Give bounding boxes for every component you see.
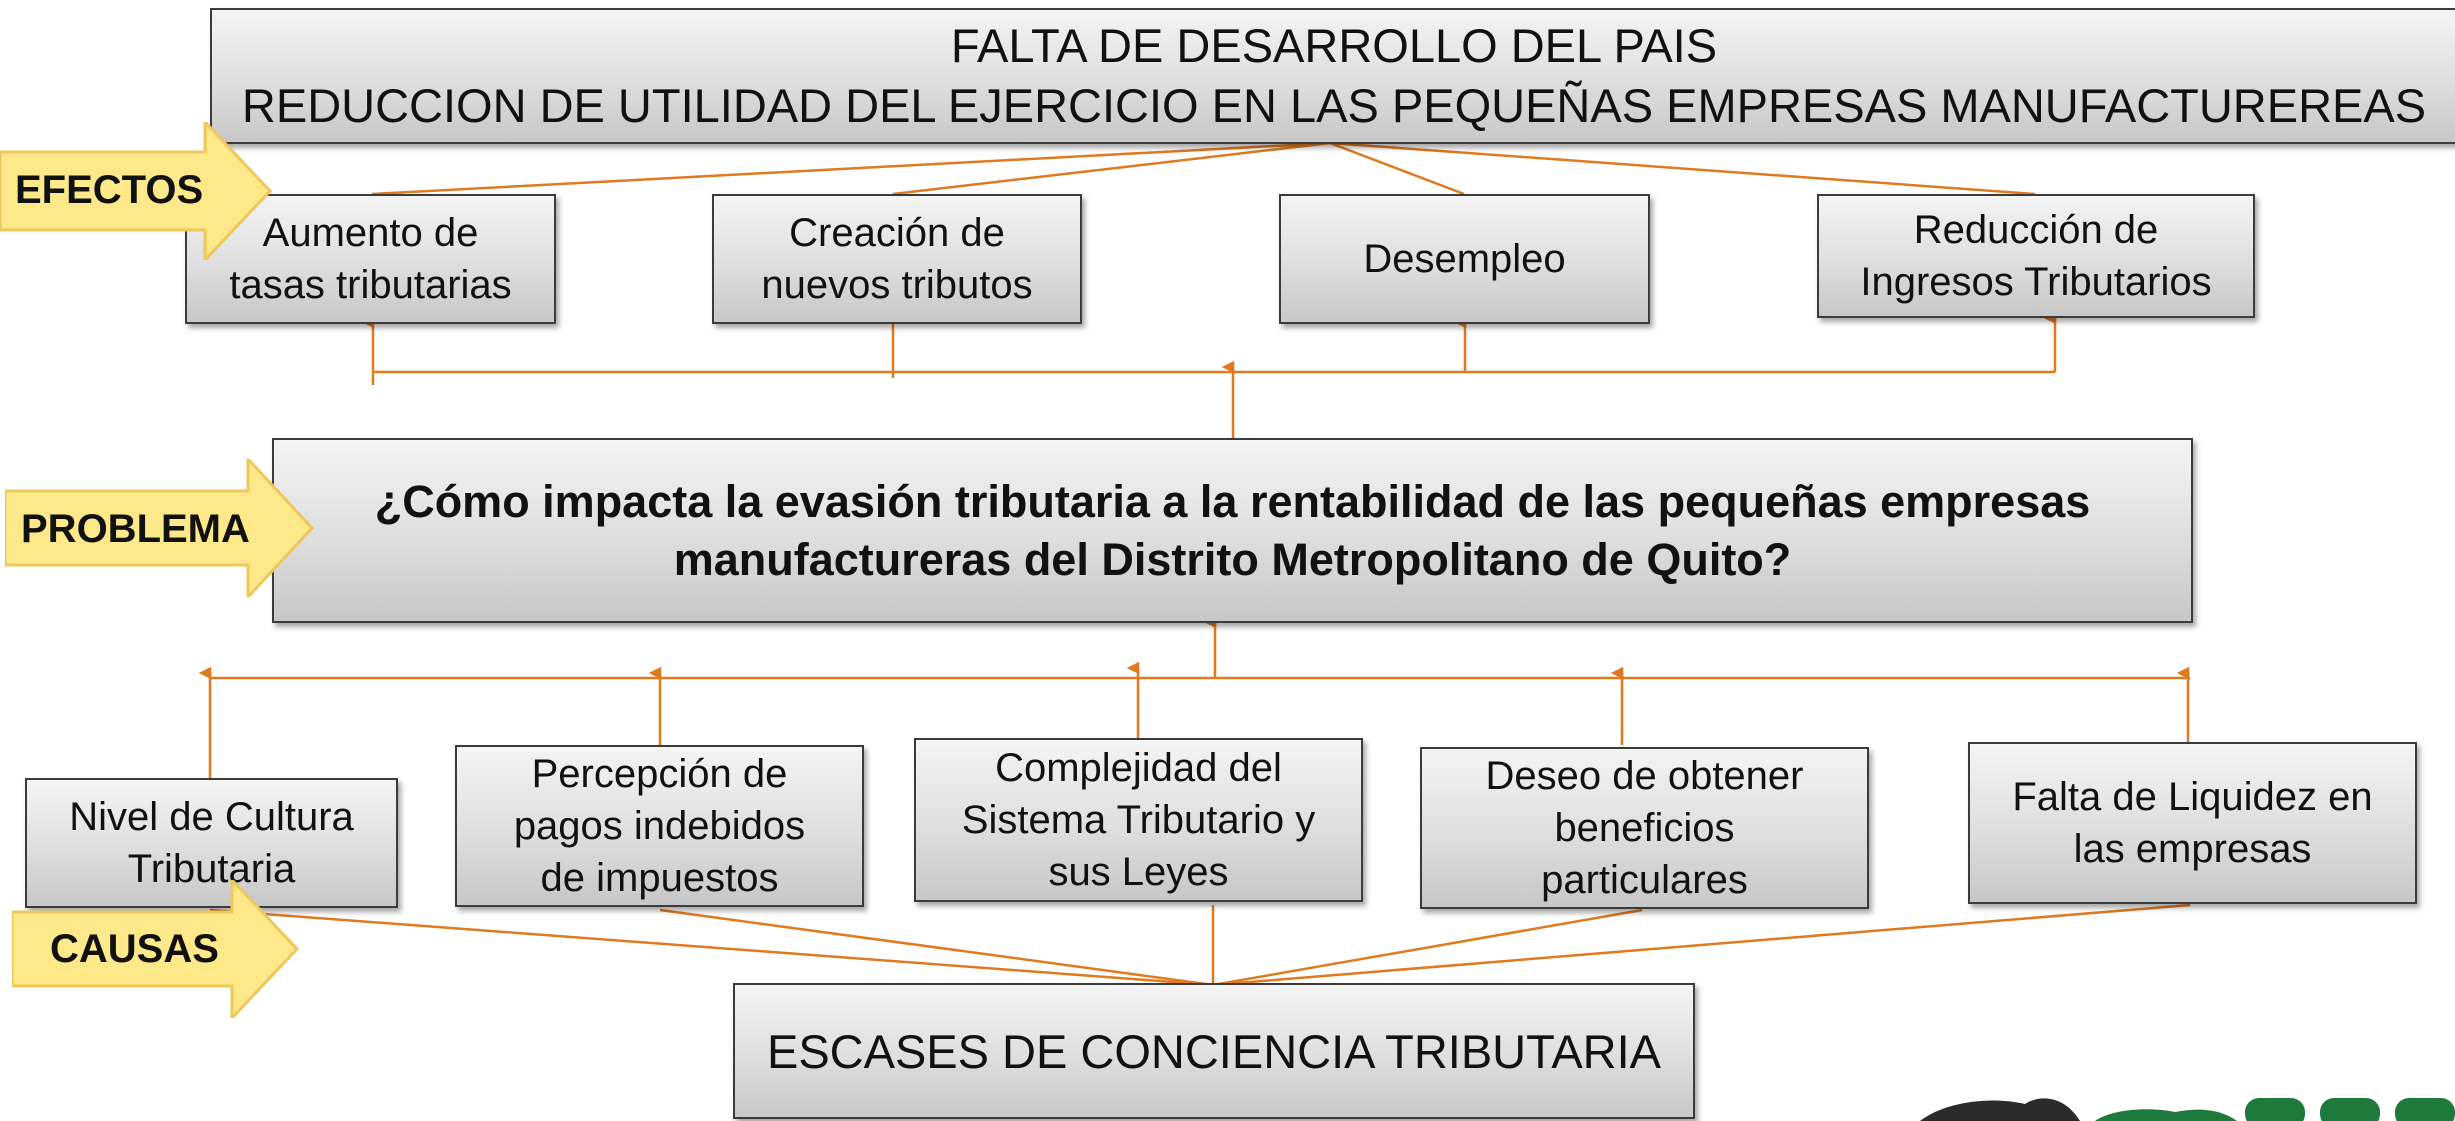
cause-box-private-benefits: Deseo de obtener beneficios particulares bbox=[1420, 747, 1869, 909]
top-box-line2: REDUCCION DE UTILIDAD DEL EJERCICIO EN L… bbox=[241, 79, 2427, 132]
causas-label: CAUSAS bbox=[50, 927, 219, 971]
root-cause-text: ESCASES DE CONCIENCIA TRIBUTARIA bbox=[766, 1024, 1662, 1078]
cause-label-line3: sus Leyes bbox=[1048, 850, 1229, 894]
cause-box-liquidity: Falta de Liquidez en las empresas bbox=[1968, 742, 2417, 904]
problema-arrow-label: PROBLEMA bbox=[3, 455, 315, 601]
efectos-arrow-label: EFECTOS bbox=[0, 118, 273, 264]
effect-label-line1: Aumento de bbox=[262, 211, 479, 255]
effect-box-tax-revenue: Reducción de Ingresos Tributarios bbox=[1817, 194, 2255, 318]
arrow-shape-icon bbox=[0, 118, 273, 264]
effect-label-line1: Desempleo bbox=[1363, 237, 1566, 281]
cause-box-tax-complexity: Complejidad del Sistema Tributario y sus… bbox=[914, 738, 1363, 902]
effect-label-line1: Reducción de bbox=[1913, 208, 2159, 252]
effect-box-tax-rates: Aumento de tasas tributarias bbox=[185, 194, 556, 324]
cause-label-line1: Nivel de Cultura bbox=[69, 795, 354, 839]
eagle-emblem-icon bbox=[1920, 1098, 2455, 1121]
causas-arrow-label: CAUSAS bbox=[10, 876, 300, 1022]
effect-label-line2: nuevos tributos bbox=[761, 263, 1033, 307]
problema-label: PROBLEMA bbox=[21, 507, 250, 551]
cause-label-line1: Deseo de obtener bbox=[1485, 754, 1804, 798]
cause-label-line2: beneficios bbox=[1554, 806, 1735, 850]
effects-summary-box: FALTA DE DESARROLLO DEL PAIS REDUCCION D… bbox=[210, 8, 2455, 144]
problem-line1: ¿Cómo impacta la evasión tributaria a la… bbox=[374, 475, 2091, 527]
cause-label-line2: pagos indebidos bbox=[513, 804, 806, 848]
effect-label-line2: tasas tributarias bbox=[229, 263, 512, 307]
top-box-line1: FALTA DE DESARROLLO DEL PAIS bbox=[950, 19, 1718, 72]
cause-label-line2: Sistema Tributario y bbox=[961, 798, 1316, 842]
efectos-label: EFECTOS bbox=[15, 168, 204, 212]
problem-box: ¿Cómo impacta la evasión tributaria a la… bbox=[272, 438, 2193, 623]
effect-label-line1: Creación de bbox=[789, 211, 1005, 255]
effect-label-line2: Ingresos Tributarios bbox=[1860, 260, 2212, 304]
cause-label-line3: particulares bbox=[1541, 858, 1748, 902]
cause-label-line2: las empresas bbox=[2073, 827, 2312, 871]
problem-line2: manufactureras del Distrito Metropolitan… bbox=[673, 533, 1792, 585]
effect-box-new-taxes: Creación de nuevos tributos bbox=[712, 194, 1082, 324]
effect-box-unemployment: Desempleo bbox=[1279, 194, 1650, 324]
cause-box-undue-payments: Percepción de pagos indebidos de impuest… bbox=[455, 745, 864, 907]
cause-box-tax-culture: Nivel de Cultura Tributaria bbox=[25, 778, 398, 908]
root-cause-box: ESCASES DE CONCIENCIA TRIBUTARIA bbox=[733, 983, 1695, 1119]
cause-label-line1: Complejidad del bbox=[995, 746, 1282, 790]
cause-label-line1: Percepción de bbox=[531, 752, 788, 796]
cause-label-line1: Falta de Liquidez en bbox=[2012, 775, 2373, 819]
cause-label-line2: Tributaria bbox=[127, 847, 296, 891]
arrow-shape-icon bbox=[3, 455, 315, 601]
arrow-shape-icon bbox=[10, 876, 300, 1022]
institution-logo bbox=[1905, 1090, 2455, 1121]
cause-label-line3: de impuestos bbox=[540, 856, 779, 900]
